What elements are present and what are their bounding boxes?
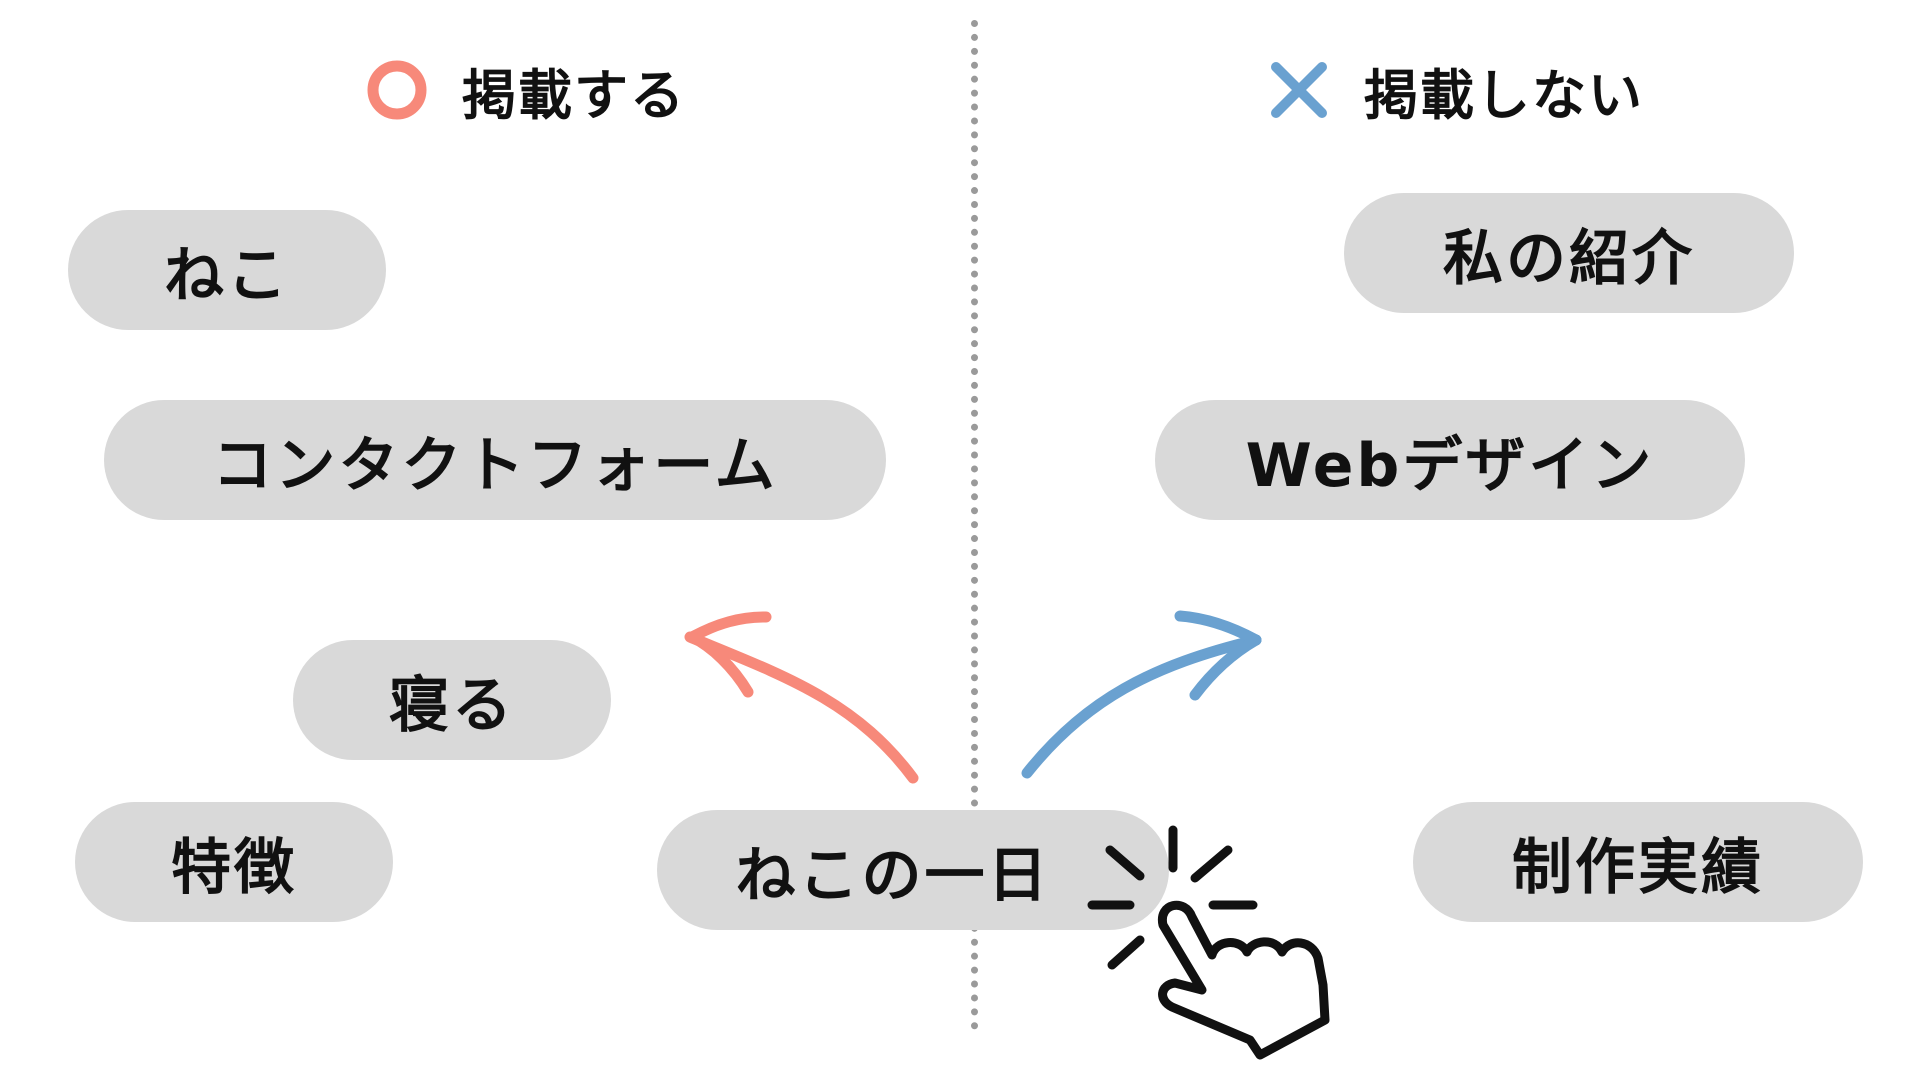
exclude-heading: 掲載しない [1268,55,1644,127]
include-item-pill[interactable]: コンタクトフォーム [104,400,886,520]
include-heading: 掲載する [366,55,686,127]
exclude-item-pill[interactable]: Webデザイン [1155,400,1745,520]
circle-mark-icon [366,59,428,121]
include-heading-label: 掲載する [462,63,686,127]
include-item-pill[interactable]: 特徴 [75,802,393,922]
center-divider [971,20,978,1030]
include-arrow [684,611,919,784]
include-item-pill[interactable]: 寝る [293,640,611,760]
cross-mark-icon [1268,59,1330,121]
exclude-item-pill[interactable]: 制作実績 [1413,802,1863,922]
exclude-item-pill[interactable]: 私の紹介 [1344,193,1794,313]
center-item-pill[interactable]: ねこの一日 [657,810,1169,930]
exclude-heading-label: 掲載しない [1364,63,1644,127]
include-item-pill[interactable]: ねこ [68,210,386,330]
exclude-arrow [1021,610,1262,779]
